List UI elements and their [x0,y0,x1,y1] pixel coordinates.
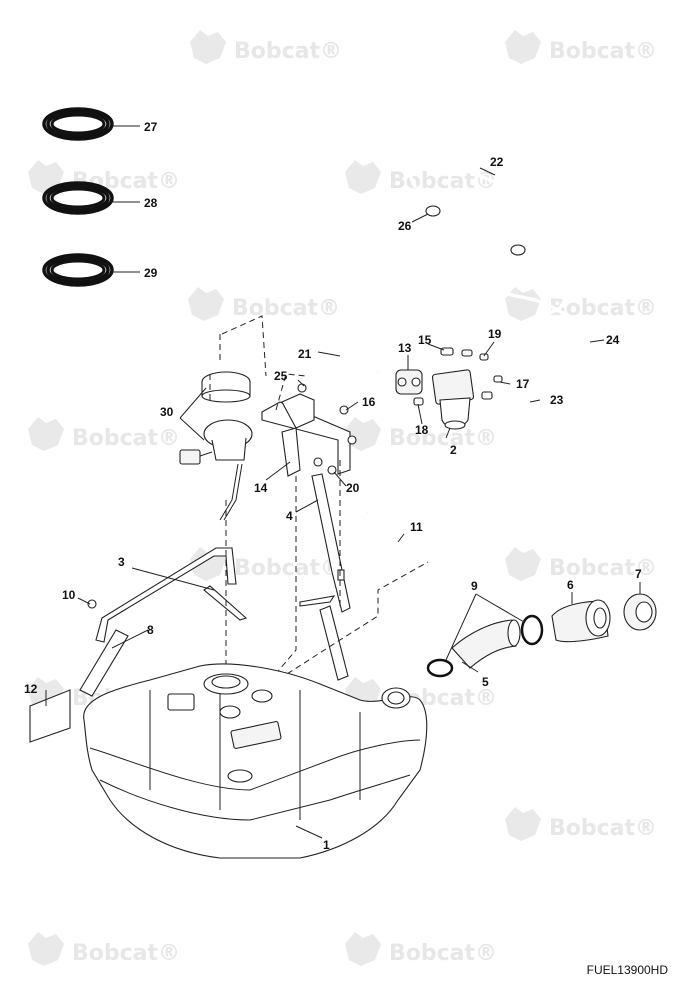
hose-clamps-9 [426,593,544,678]
callout-25: 25 [274,369,288,383]
watermark-brand-text: Bobcat® [389,169,497,194]
callout-16: 16 [362,395,376,409]
callout-24: 24 [606,333,620,347]
mounting-bracket-14 [261,383,357,477]
callout-27: 27 [144,120,158,134]
callout-10: 10 [62,588,76,602]
drawing-reference: FUEL13900HD [587,963,669,977]
fuel-hose-11 [366,510,414,611]
vent-hose-22 [407,153,586,381]
bobcat-logo-icon [190,30,226,64]
bobcat-logo-icon [345,932,381,966]
watermark-bobcat: Bobcat® [190,547,342,581]
watermark-bobcat: Bobcat® [345,932,497,966]
callout-3: 3 [118,555,125,569]
callout-29: 29 [144,266,158,280]
hose-coil-27 [42,107,140,141]
pad-strip [203,585,349,681]
watermark-bobcat: Bobcat® [28,417,180,451]
filler-neck-hose-5 [451,619,521,669]
watermark-brand-text: Bobcat® [389,426,497,451]
callout-5: 5 [482,675,489,689]
callout-15: 15 [418,333,432,347]
fuel-hose-23 [469,395,543,431]
callout-1: 1 [323,838,330,852]
bobcat-logo-icon [505,287,541,321]
watermark-bobcat: Bobcat® [505,807,657,841]
callout-13: 13 [398,341,412,355]
watermark-bobcat: Bobcat® [505,547,657,581]
watermark-bobcat: Bobcat® [505,30,657,64]
hose-coil-28 [42,181,140,215]
bobcat-logo-icon [28,417,64,451]
tank-strap-4 [311,473,351,613]
callout-22: 22 [490,155,504,169]
filler-housing-6 [551,592,611,643]
assembly-guide-lines [209,315,429,691]
leader-lines [45,341,541,839]
watermark-brand-text: Bobcat® [549,816,657,841]
watermark-bobcat: Bobcat® [190,30,342,64]
valve-13 [395,355,423,395]
bobcat-logo-icon [505,30,541,64]
bobcat-logo-icon [28,932,64,966]
watermark-brand-text: Bobcat® [72,941,180,966]
watermark-brand-text: Bobcat® [232,296,340,321]
callout-20: 20 [346,481,360,495]
callout-26: 26 [398,219,412,233]
callout-28: 28 [144,196,158,210]
bobcat-logo-icon [505,547,541,581]
callout-2: 2 [450,443,457,457]
fuel-filter-assembly-2 [431,369,475,430]
watermark-brand-text: Bobcat® [72,426,180,451]
bobcat-logo-icon [188,287,224,321]
decal-12 [29,689,71,743]
watermark-bobcat: Bobcat® [28,932,180,966]
callout-7: 7 [635,567,642,581]
hose-clamp-26 [411,205,526,256]
watermark-bobcat: Bobcat® [505,287,657,321]
callout-17: 17 [516,377,530,391]
watermark-bobcat: Bobcat® [345,417,497,451]
fuel-tank-1 [83,663,428,859]
callout-19: 19 [488,327,502,341]
fuel-hose-21 [317,351,380,412]
watermark-brand-text: Bobcat® [234,39,342,64]
callout-21: 21 [298,347,312,361]
watermark-brand-text: Bobcat® [234,556,342,581]
bobcat-logo-icon [505,807,541,841]
callout-30: 30 [160,405,174,419]
callout-4: 4 [286,509,293,523]
watermark-brand-text: Bobcat® [549,39,657,64]
tank-strap-3 [87,547,237,643]
callout-23: 23 [550,393,564,407]
callout-14: 14 [254,481,268,495]
fuel-pump-sender-30 [179,371,253,521]
callout-12: 12 [24,682,38,696]
watermark-bobcat: Bobcat® [345,160,497,194]
callout-18: 18 [415,423,429,437]
hose-coil-29 [42,253,140,287]
callout-9: 9 [471,579,478,593]
fuel-cap-7 [623,582,657,631]
watermark-bobcat: Bobcat® [188,287,340,321]
vent-hose-24 [428,280,605,564]
bobcat-logo-icon [345,160,381,194]
callout-6: 6 [567,578,574,592]
callout-8: 8 [147,623,154,637]
watermark-brand-text: Bobcat® [389,941,497,966]
watermark-brand-text: Bobcat® [549,556,657,581]
callout-labels: 1 2 3 4 5 6 7 8 9 10 11 12 13 14 15 16 1… [24,120,642,852]
callout-11: 11 [410,520,423,534]
